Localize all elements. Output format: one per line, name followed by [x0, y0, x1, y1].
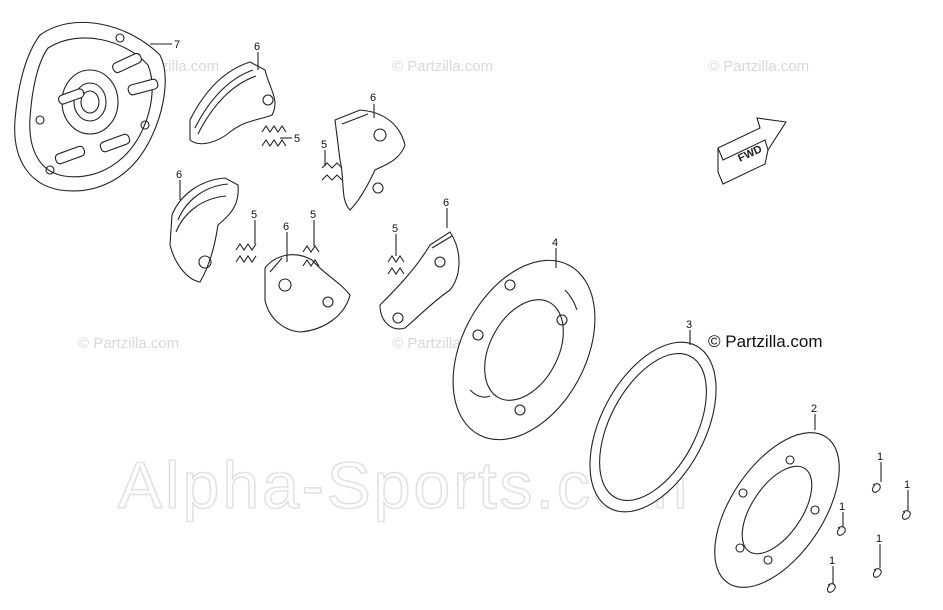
- part-5-spring-a: [261, 125, 287, 147]
- callout-1-b: 1: [904, 479, 910, 510]
- watermark-main: © Partzilla.com: [708, 332, 823, 351]
- svg-text:5: 5: [310, 209, 316, 221]
- callout-2: 2: [811, 403, 817, 430]
- callout-1-e: 1: [829, 555, 835, 584]
- svg-text:5: 5: [251, 209, 257, 221]
- svg-text:2: 2: [811, 403, 817, 415]
- part-7-drive-plate: [14, 21, 166, 192]
- svg-text:5: 5: [392, 223, 398, 235]
- callout-3: 3: [686, 319, 692, 345]
- callout-6-top: 6: [254, 41, 260, 70]
- part-5-spring-d: [302, 245, 320, 267]
- callout-1-c: 1: [839, 501, 845, 527]
- part-6-shoe-top: [189, 61, 276, 145]
- watermark-mid-left: © Partzilla.com: [78, 335, 179, 352]
- svg-text:6: 6: [176, 169, 182, 181]
- callout-5-e: 5: [392, 223, 398, 256]
- svg-text:7: 7: [174, 39, 180, 51]
- part-6-shoe-left: [169, 177, 239, 283]
- svg-text:1: 1: [877, 451, 883, 463]
- svg-text:5: 5: [294, 133, 300, 145]
- part-6-shoe-right: [379, 231, 460, 330]
- callout-4: 4: [552, 237, 558, 268]
- fwd-arrow: FWD: [717, 117, 787, 185]
- callout-5-a: 5: [280, 133, 300, 145]
- svg-text:5: 5: [321, 139, 327, 151]
- part-6-shoe-upper-right: [334, 109, 406, 211]
- svg-text:6: 6: [254, 41, 260, 53]
- callout-6-middle: 6: [283, 221, 289, 262]
- part-2-cover-plate: [714, 432, 840, 588]
- svg-text:3: 3: [686, 319, 692, 331]
- part-5-spring-c: [235, 243, 257, 263]
- watermark-top-right: © Partzilla.com: [708, 58, 809, 75]
- svg-text:1: 1: [839, 501, 845, 513]
- callout-1-d: 1: [876, 533, 882, 568]
- svg-text:6: 6: [443, 197, 449, 209]
- part-4-clutch-plate: [452, 259, 596, 441]
- part-5-spring-e: [387, 255, 405, 275]
- watermark-top-center: © Partzilla.com: [392, 58, 493, 75]
- callout-6-right: 6: [443, 197, 449, 228]
- part-3-ring: [589, 341, 717, 513]
- svg-text:6: 6: [370, 92, 376, 104]
- callout-6-left: 6: [176, 169, 182, 200]
- callout-7: 7: [150, 39, 180, 51]
- callout-1-a: 1: [877, 451, 883, 482]
- svg-text:6: 6: [283, 221, 289, 233]
- part-6-shoe-middle: [264, 254, 351, 333]
- callout-5-d: 5: [310, 209, 316, 246]
- callout-5-c: 5: [251, 209, 257, 244]
- svg-text:4: 4: [552, 237, 558, 249]
- svg-text:1: 1: [829, 555, 835, 567]
- svg-text:1: 1: [904, 479, 910, 491]
- callout-5-b: 5: [321, 139, 327, 166]
- callout-6-upper-right: 6: [370, 92, 376, 118]
- svg-text:1: 1: [876, 533, 882, 545]
- part-1-clips: [826, 483, 911, 593]
